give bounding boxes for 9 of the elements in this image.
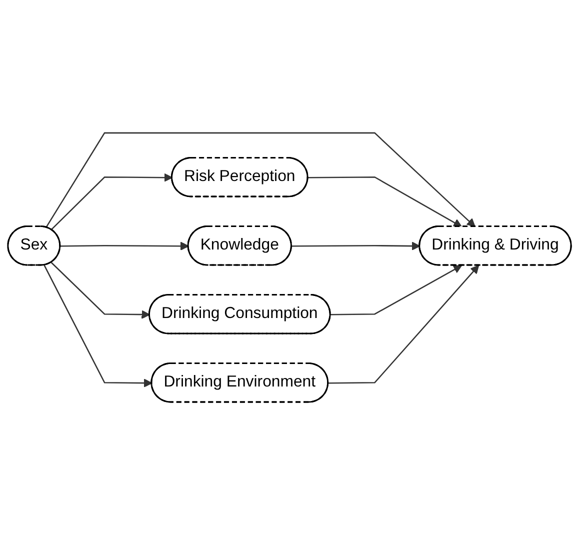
arrow	[330, 265, 462, 316]
arrow	[328, 265, 480, 384]
arrow	[46, 132, 476, 228]
arrow	[60, 242, 189, 250]
arrow	[292, 242, 420, 250]
arrow	[44, 264, 152, 388]
arrow	[50, 173, 173, 230]
arrow	[308, 176, 462, 228]
arrow	[50, 262, 150, 319]
